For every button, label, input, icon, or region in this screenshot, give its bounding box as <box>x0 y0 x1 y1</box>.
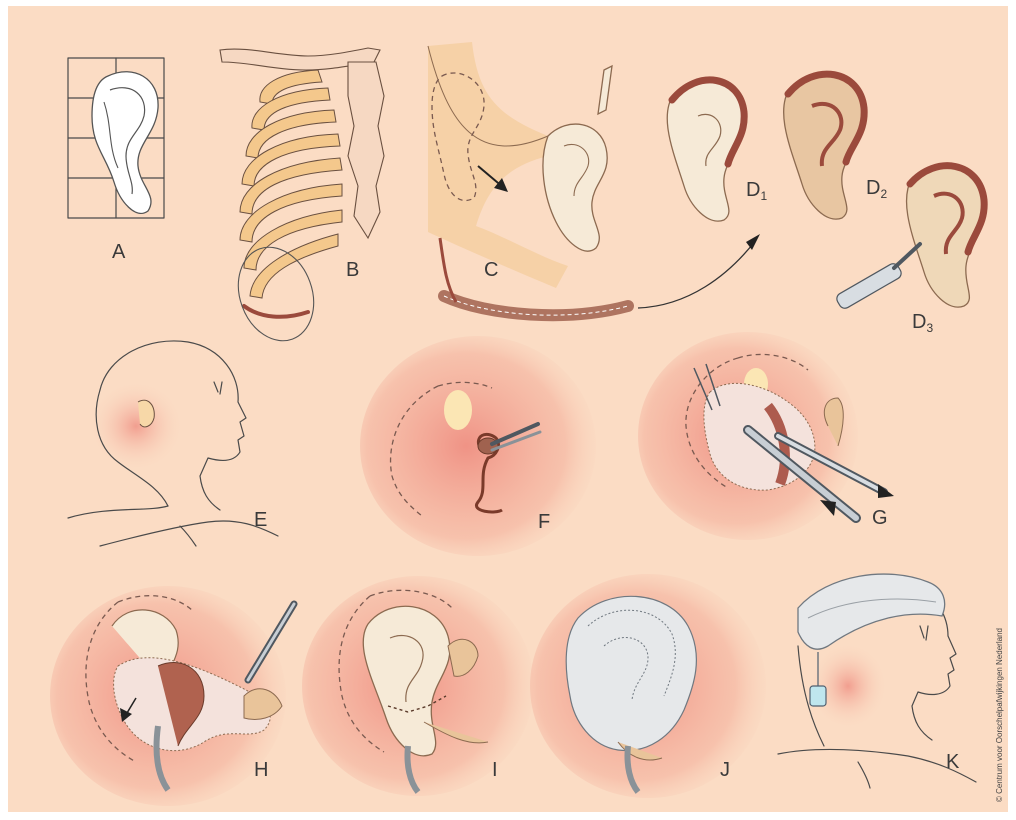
label-j: J <box>720 759 730 781</box>
label-i: I <box>492 759 498 781</box>
panel-i-framework-placed: I <box>302 576 534 796</box>
pocket-highlight <box>444 390 472 430</box>
label-f: F <box>538 511 550 533</box>
label-e: E <box>254 509 267 531</box>
ear-reconstruction-plate: A B C D1 <box>8 6 1008 812</box>
label-a: A <box>112 241 126 263</box>
label-k: K <box>946 751 960 773</box>
ear-remnant <box>138 400 154 427</box>
label-g: G <box>872 507 888 529</box>
label-c: C <box>484 259 498 281</box>
label-h: H <box>254 759 268 781</box>
panel-j-dressing: J <box>530 574 766 798</box>
copyright-credit: © Centrum voor Oorschelpafwijkingen Nede… <box>995 628 1004 802</box>
panel-f-remnant-removal: F <box>360 336 596 556</box>
label-b: B <box>346 259 359 281</box>
